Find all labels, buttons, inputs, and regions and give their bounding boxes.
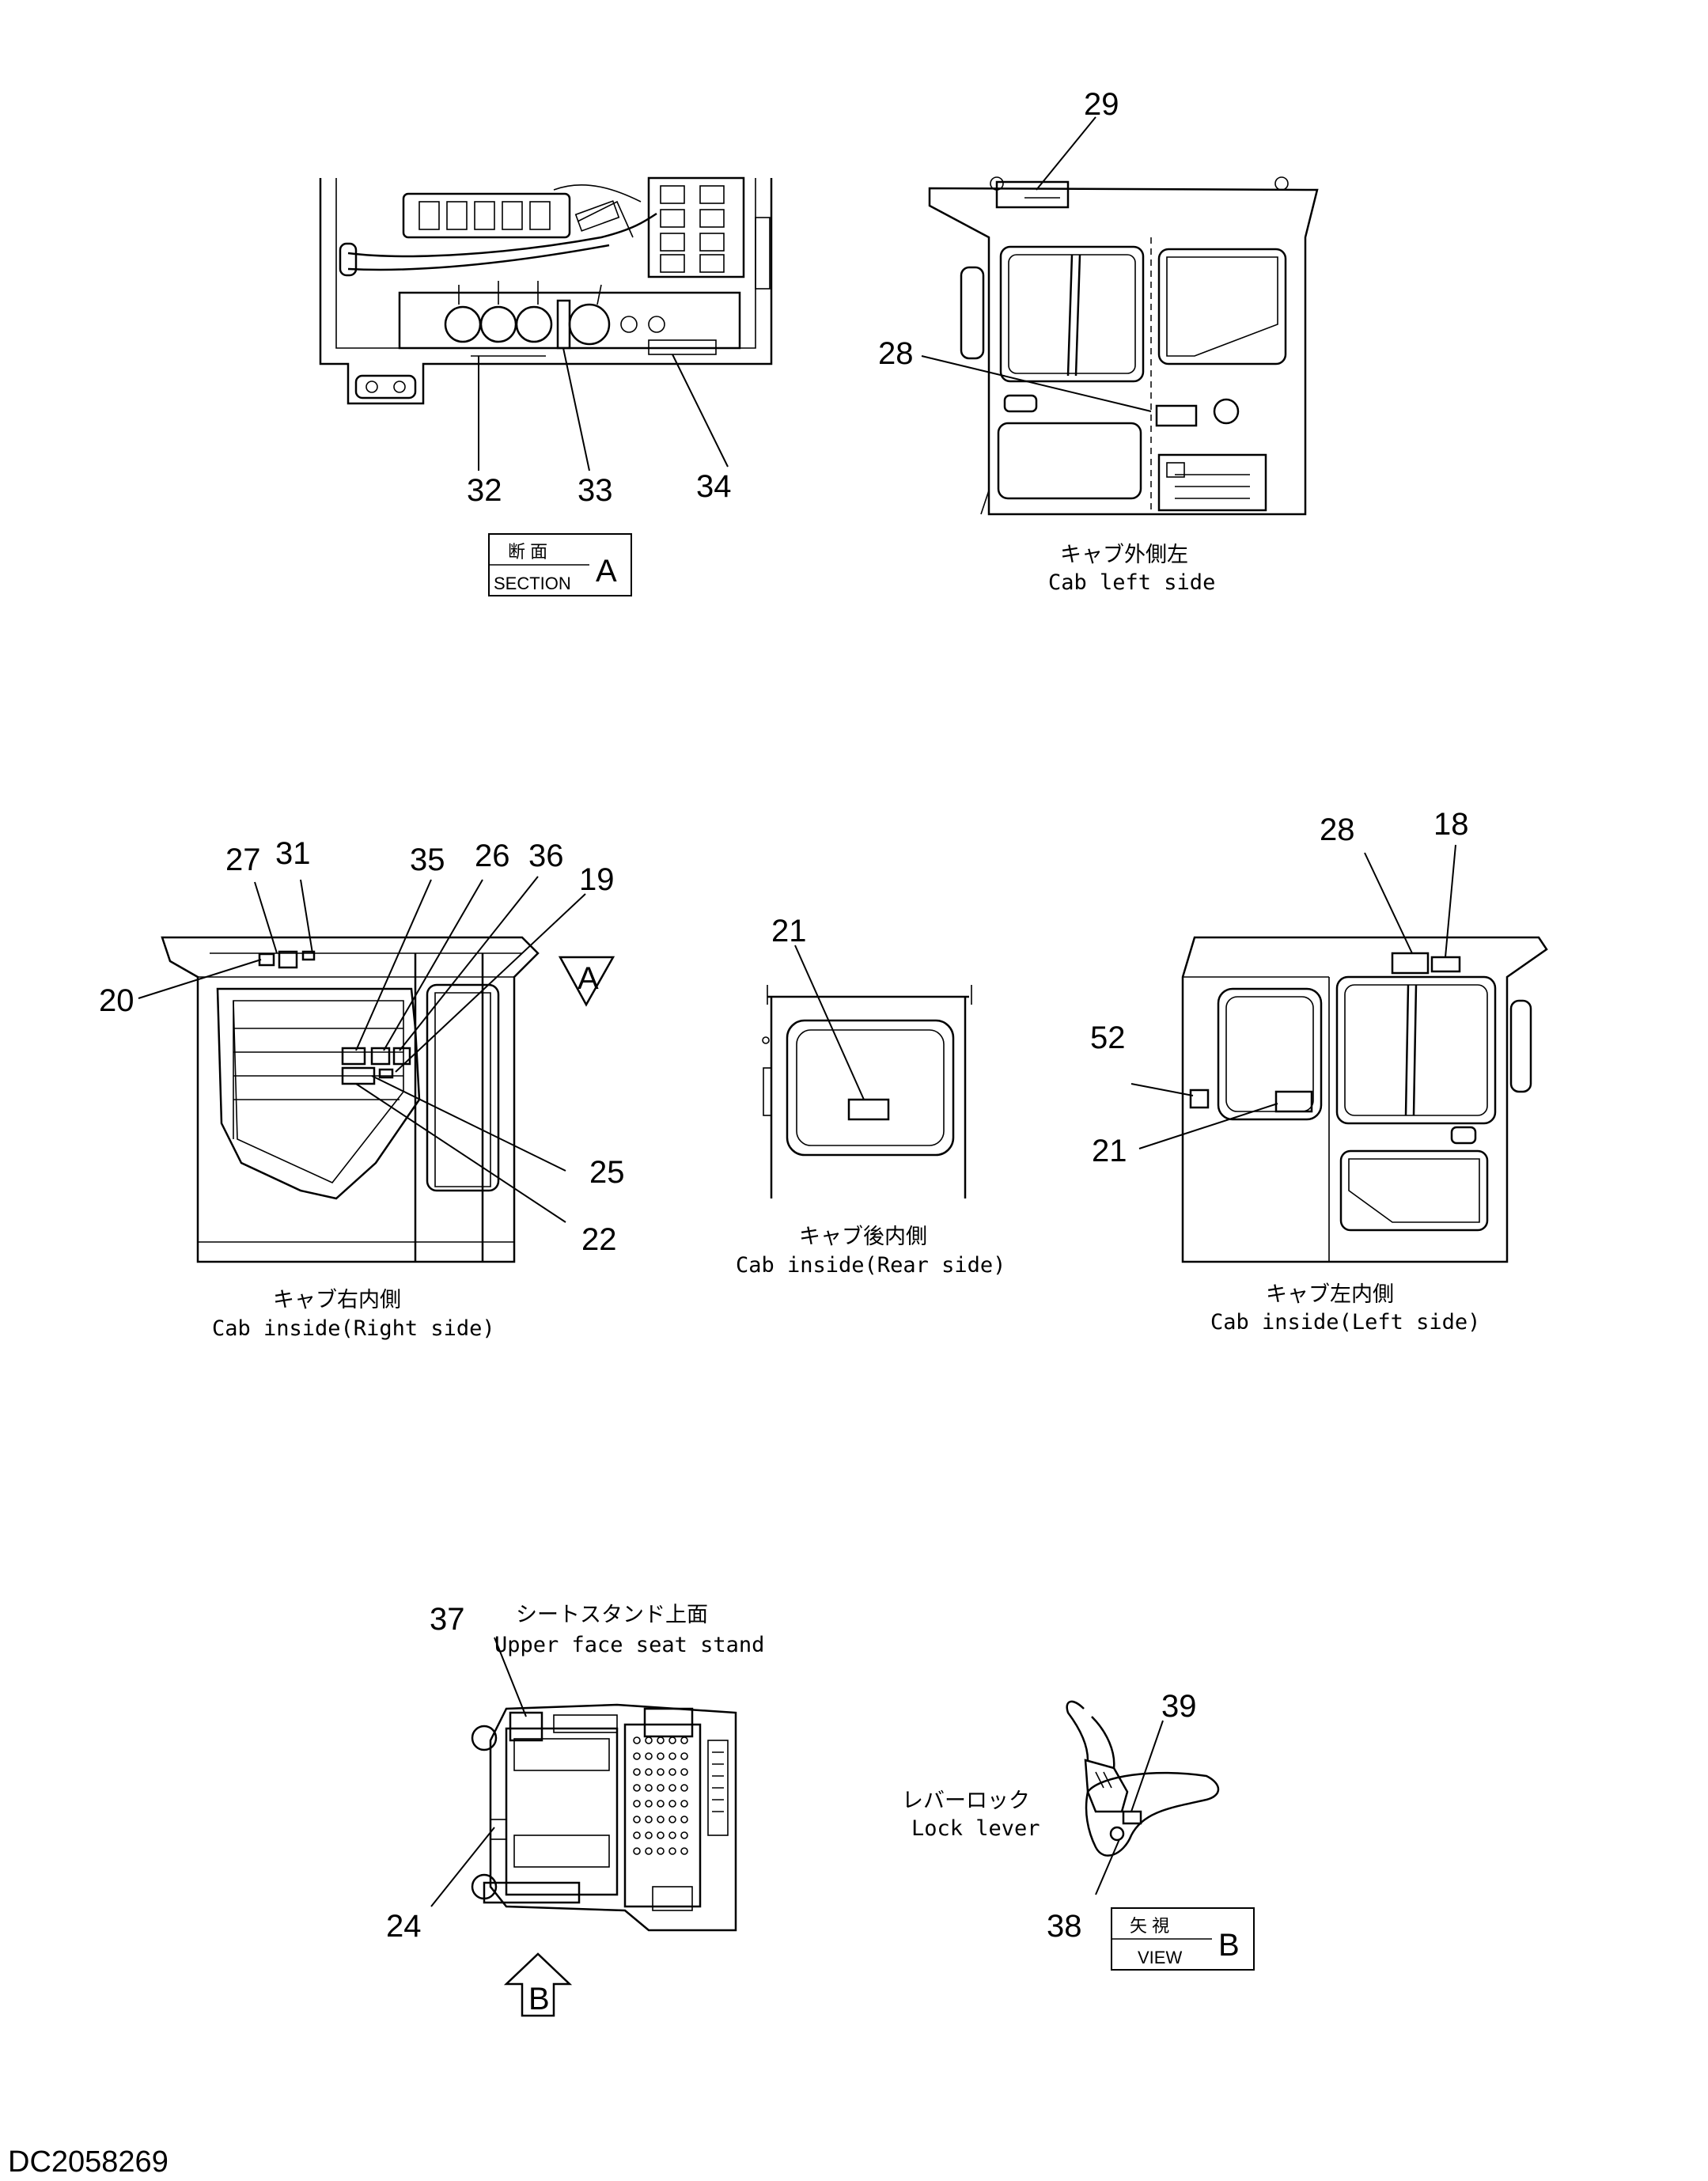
cab-inside-rear-title-en: Cab inside(Rear side) (736, 1253, 1005, 1278)
callout-39: 39 (1161, 1689, 1197, 1724)
cab-left-side-title-jp: キャブ外側左 (1060, 543, 1188, 567)
callout-52: 52 (1090, 1020, 1126, 1055)
section-letter: A (596, 554, 617, 589)
drawing-id: DC2058269 (8, 2145, 169, 2179)
lock-lever-title-jp: レバーロック (902, 1789, 1030, 1813)
cab-inside-rear-title-jp: キャブ後内側 (799, 1225, 927, 1249)
cab-inside-left-title-en: Cab inside(Left side) (1210, 1310, 1480, 1335)
callout-19: 19 (579, 862, 615, 897)
callout-37: 37 (430, 1602, 465, 1637)
seat-stand-callouts: 37 24 シートスタンド上面 Upper face seat stand (386, 1602, 764, 1944)
section-a-view (319, 176, 773, 405)
view-arrow-b: B (503, 1952, 573, 2017)
view-b-label-box: 矢 視 VIEW B (1111, 1907, 1255, 1971)
callout-28: 28 (878, 336, 914, 371)
callout-25: 25 (589, 1155, 625, 1190)
callout-26: 26 (475, 839, 510, 873)
callout-18: 18 (1433, 807, 1469, 842)
view-letter: B (1218, 1928, 1240, 1963)
seat-stand-view (471, 1703, 737, 1932)
cab-inside-right-title-en: Cab inside(Right side) (212, 1316, 495, 1341)
cab-inside-left-callouts: 28 18 52 21 キャブ左内側 Cab inside(Left side) (1090, 807, 1480, 1335)
lock-lever-title-en: Lock lever (911, 1816, 1040, 1841)
section-label-jp: 断 面 (508, 542, 547, 562)
lock-lever-view (1066, 1700, 1220, 1857)
lock-lever-callouts: 39 38 レバーロック Lock lever (902, 1689, 1197, 1944)
callout-31: 31 (275, 836, 311, 871)
callout-38: 38 (1047, 1909, 1082, 1944)
callout-20: 20 (99, 983, 134, 1018)
callout-29: 29 (1084, 87, 1119, 122)
callout-21-left: 21 (1092, 1134, 1127, 1168)
callout-36: 36 (528, 839, 564, 873)
view-arrow-a: A (558, 956, 615, 1007)
cab-inside-right-title-jp: キャブ右内側 (273, 1288, 401, 1312)
callout-35: 35 (410, 842, 445, 877)
section-label-en: SECTION (494, 574, 571, 593)
view-label-en: VIEW (1138, 1948, 1182, 1967)
callout-28-left: 28 (1320, 812, 1355, 847)
callout-32: 32 (467, 473, 502, 508)
section-a-label-box: 断 面 SECTION A (488, 533, 632, 596)
seat-stand-title-jp: シートスタンド上面 (516, 1603, 708, 1627)
cab-inside-rear-callouts: 21 キャブ後内側 Cab inside(Rear side) (736, 914, 1005, 1278)
section-a-callouts: 32 33 34 (467, 347, 732, 508)
callout-24: 24 (386, 1909, 422, 1944)
cab-inside-left-view (1181, 936, 1548, 1263)
callout-33: 33 (578, 473, 613, 508)
callout-34: 34 (696, 469, 732, 504)
view-arrow-b-letter: B (528, 1982, 550, 2016)
cab-left-side-view (928, 176, 1319, 516)
cab-inside-right-callouts: 27 31 35 26 36 19 20 25 22 キャブ右内側 Cab in… (99, 836, 625, 1341)
cab-inside-rear-view (762, 985, 972, 1198)
cab-inside-left-title-jp: キャブ左内側 (1266, 1282, 1394, 1307)
view-label-jp: 矢 視 (1130, 1916, 1169, 1936)
callout-27: 27 (225, 842, 261, 877)
seat-stand-title-en: Upper face seat stand (494, 1633, 764, 1657)
view-arrow-a-letter: A (578, 961, 599, 996)
callout-21-rear: 21 (771, 914, 807, 949)
cab-inside-right-view (161, 936, 540, 1263)
callout-22: 22 (581, 1222, 617, 1257)
cab-left-side-title-en: Cab left side (1048, 570, 1215, 595)
cab-left-side-callouts: 29 28 キャブ外側左 Cab left side (878, 87, 1215, 595)
